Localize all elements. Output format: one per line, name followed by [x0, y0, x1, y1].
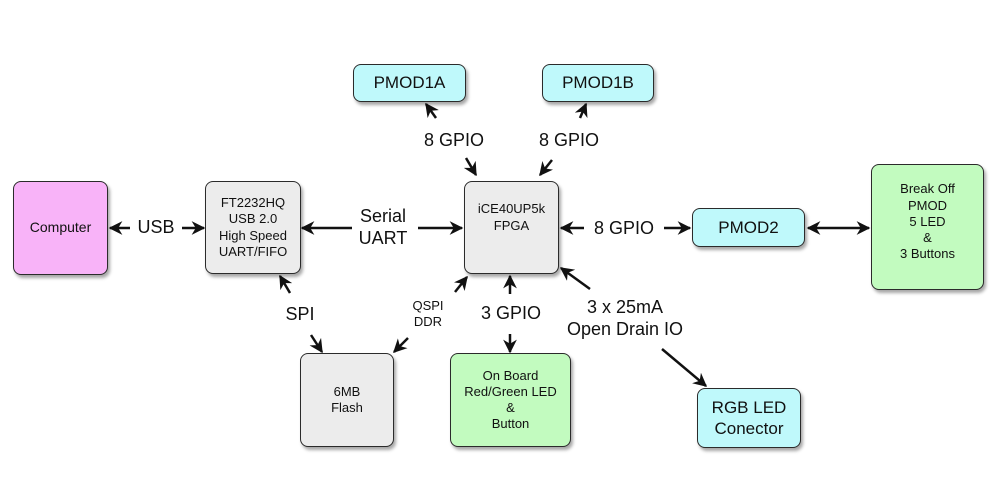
rgb-connector-node: RGB LED Conector [697, 388, 801, 448]
spi-label: SPI [285, 304, 315, 324]
open-drain-label: 3 x 25mA Open Drain IO [555, 297, 695, 340]
opendrain-arrow-up [559, 266, 591, 291]
label-line: Serial [359, 206, 407, 226]
pmod1b-arrow-down [539, 159, 554, 177]
flash-node: 6MB Flash [300, 353, 394, 447]
node-label: iCE40UP5k [477, 201, 546, 217]
ft2232-node: FT2232HQ USB 2.0 High Speed UART/FIFO [205, 181, 301, 274]
node-label: PMOD1A [373, 73, 446, 93]
node-label: PMOD [908, 197, 947, 213]
node-label: 3 Buttons [900, 246, 955, 262]
node-label: FPGA [493, 217, 530, 233]
node-label: USB 2.0 [228, 211, 278, 227]
fpga-node: iCE40UP5k FPGA [464, 181, 559, 274]
label-line: 3 x 25mA [586, 297, 664, 317]
pmod2-node: PMOD2 [692, 208, 805, 247]
node-label: Flash [331, 400, 363, 415]
serial-uart-label: Serial UART [350, 206, 416, 249]
qspi-ddr-label: QSPI DDR [408, 298, 448, 329]
label-line: UART [358, 227, 408, 248]
node-label: Red/Green LED [464, 383, 557, 399]
label-line: Open Drain IO [566, 318, 684, 339]
opendrain-arrow-down [661, 348, 708, 387]
pmod1b-node: PMOD1B [542, 64, 654, 102]
node-label: High Speed [219, 227, 287, 243]
spi-arrow-down [309, 334, 324, 354]
label-line: QSPI [412, 298, 444, 313]
node-label: 6MB [333, 383, 361, 399]
node-label: PMOD1B [562, 73, 634, 93]
node-label: PMOD2 [718, 217, 779, 237]
node-label: Button [491, 416, 530, 432]
pmod1a-arrow-down [463, 157, 478, 177]
pmod1a-node: PMOD1A [353, 64, 466, 102]
usb-label: USB [137, 217, 175, 237]
qspi-arrow-down [393, 337, 409, 353]
pmod1b-gpio-label: 8 GPIO [538, 130, 600, 150]
pmod1a-arrow-up [424, 102, 439, 119]
computer-node: Computer [13, 181, 108, 275]
onboard-gpio-label: 3 GPIO [480, 303, 542, 323]
node-label: FT2232HQ [220, 195, 286, 210]
pmod1a-gpio-label: 8 GPIO [423, 130, 485, 150]
pmod2-gpio-label: 8 GPIO [593, 218, 655, 238]
node-label: UART/FIFO [218, 243, 288, 259]
pmod1b-arrow-up [574, 102, 588, 119]
onboard-node: On Board Red/Green LED & Button [450, 353, 571, 447]
node-label: On Board [482, 367, 539, 383]
node-label: 5 LED [909, 213, 946, 229]
breakoff-node: Break Off PMOD 5 LED & 3 Buttons [871, 164, 984, 290]
node-label: RGB LED [711, 397, 787, 417]
node-label: & [923, 230, 932, 246]
spi-arrow-up [278, 274, 293, 294]
node-label: & [506, 400, 515, 415]
node-label: Conector [714, 419, 784, 438]
label-line: DDR [413, 313, 443, 329]
node-label: Break Off [900, 181, 955, 197]
qspi-arrow-up [453, 275, 468, 293]
node-label: Computer [29, 219, 92, 236]
